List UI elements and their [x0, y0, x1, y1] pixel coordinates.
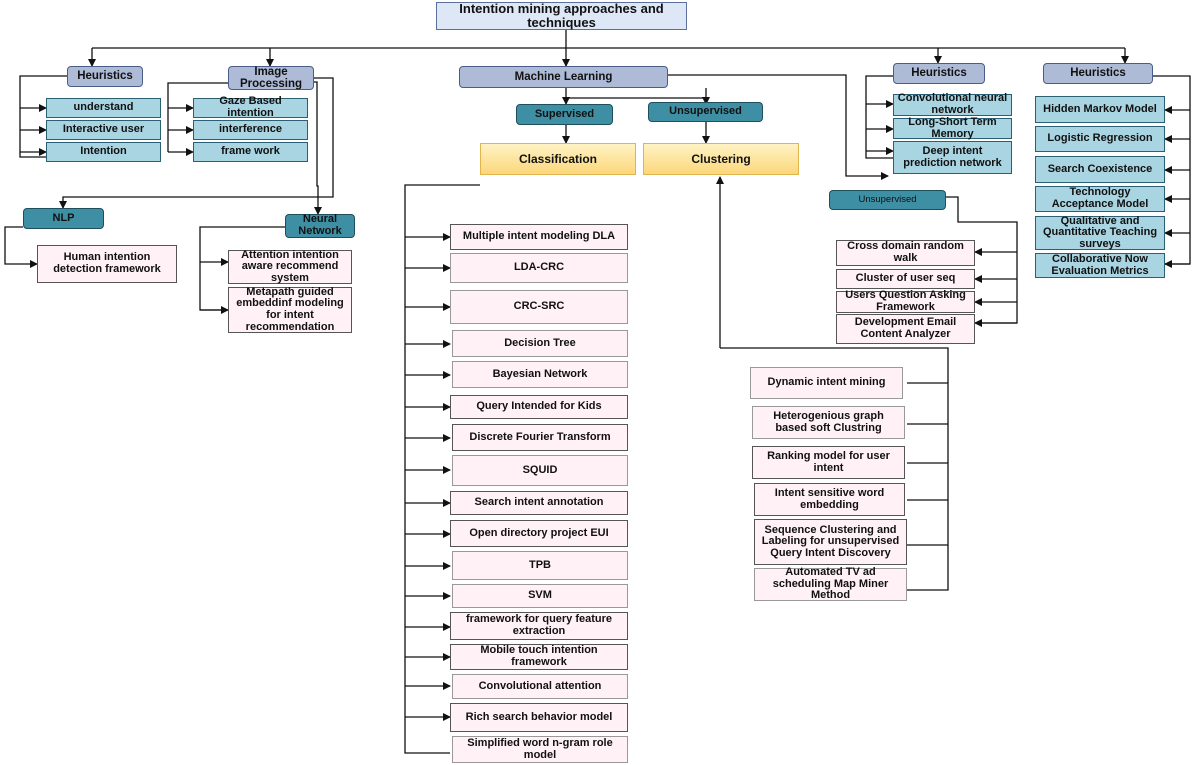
- leaf-crc-src: CRC-SRC: [450, 290, 628, 324]
- leaf-tpb: TPB: [452, 551, 628, 580]
- leaf-rich-search-behavior-model: Rich search behavior model: [450, 703, 628, 732]
- leaf-gaze-based-intention: Gaze Based intention: [193, 96, 308, 119]
- leaf-interactive-user: Interactive user: [46, 120, 161, 140]
- leaf-lda-crc: LDA-CRC: [450, 253, 628, 283]
- leaf-search-coexistence: Search Coexistence: [1035, 156, 1165, 183]
- nlp-node: NLP: [23, 208, 104, 229]
- leaf-convolutional-attention: Convolutional attention: [452, 674, 628, 699]
- leaf-intent-sensitive-word-embedding: Intent sensitive word embedding: [754, 483, 905, 516]
- leaf-collaborative-now-evaluation-metrics: Collaborative Now Evaluation Metrics: [1035, 253, 1165, 278]
- leaf-search-intent-annotation: Search intent annotation: [450, 491, 628, 515]
- leaf-cross-domain-random-walk: Cross domain random walk: [836, 240, 975, 266]
- leaf-convolutional-neural-network: Convolutional neural network: [893, 93, 1012, 116]
- machine-learning-node: Machine Learning: [459, 66, 668, 88]
- leaf-ranking-model-for-user-intent: Ranking model for user intent: [752, 446, 905, 479]
- leaf-bayesian-network: Bayesian Network: [452, 361, 628, 388]
- leaf-interference: interference: [193, 120, 308, 140]
- leaf-query-intended-for-kids: Query Intended for Kids: [450, 395, 628, 419]
- leaf-frame-work: frame work: [193, 142, 308, 162]
- leaf-intention: Intention: [46, 142, 161, 162]
- supervised-node: Supervised: [516, 104, 613, 125]
- unsupervised-node: Unsupervised: [648, 102, 763, 122]
- leaf-metapath-guided-embedding-modeling: Metapath guided embeddinf modeling for i…: [228, 286, 352, 333]
- leaf-hidden-markov-model: Hidden Markov Model: [1035, 96, 1165, 123]
- unsupervised-right-node: Unsupervised: [829, 190, 946, 210]
- root-node: Intention mining approaches and techniqu…: [436, 2, 687, 30]
- leaf-logistic-regression: Logistic Regression: [1035, 126, 1165, 152]
- leaf-development-email-content-analyzer: Development Email Content Analyzer: [836, 314, 975, 344]
- leaf-multiple-intent-modeling-dla: Multiple intent modeling DLA: [450, 224, 628, 250]
- leaf-open-directory-project-eui: Open directory project EUI: [450, 520, 628, 547]
- leaf-attention-intention-aware-recommend-system: Attention intention aware recommend syst…: [228, 249, 352, 284]
- leaf-squid: SQUID: [452, 455, 628, 486]
- leaf-simplified-word-n-gram-role-model: Simplified word n-gram role model: [452, 736, 628, 763]
- leaf-long-short-term-memory: Long-Short Term Memory: [893, 116, 1012, 139]
- leaf-heterogenious-graph-soft-clustring: Heterogenious graph based soft Clustring: [752, 406, 905, 439]
- leaf-technology-acceptance-model: Technology Acceptance Model: [1035, 186, 1165, 212]
- leaf-users-question-asking-framework: Users Question Asking Framework: [836, 290, 975, 313]
- leaf-qualitative-quantitative-teaching-surveys: Qualitative and Quantitative Teaching su…: [1035, 215, 1165, 250]
- leaf-dynamic-intent-mining: Dynamic intent mining: [750, 367, 903, 399]
- leaf-deep-intent-prediction-network: Deep intent prediction network: [893, 141, 1012, 174]
- leaf-mobile-touch-intention-framework: Mobile touch intention framework: [450, 644, 628, 670]
- heuristics-node-2: Heuristics: [893, 63, 985, 84]
- leaf-sequence-clustering-and-labeling: Sequence Clustering and Labeling for uns…: [754, 519, 907, 565]
- heuristics-node-3: Heuristics: [1043, 63, 1153, 84]
- leaf-human-intention-detection-framework: Human intention detection framework: [37, 245, 177, 283]
- heuristics-node-1: Heuristics: [67, 66, 143, 87]
- clustering-node: Clustering: [643, 143, 799, 175]
- leaf-decision-tree: Decision Tree: [452, 330, 628, 357]
- leaf-automated-tv-ad-scheduling: Automated TV ad scheduling Map Miner Met…: [754, 566, 907, 601]
- image-processing-node: Image Processing: [228, 66, 314, 90]
- classification-node: Classification: [480, 143, 636, 175]
- leaf-framework-for-query-feature-extraction: framework for query feature extraction: [450, 612, 628, 640]
- leaf-cluster-of-user-seq: Cluster of user seq: [836, 269, 975, 289]
- leaf-svm: SVM: [452, 584, 628, 608]
- leaf-discrete-fourier-transform: Discrete Fourier Transform: [452, 424, 628, 451]
- leaf-understand: understand: [46, 98, 161, 118]
- neural-network-node: Neural Network: [285, 214, 355, 238]
